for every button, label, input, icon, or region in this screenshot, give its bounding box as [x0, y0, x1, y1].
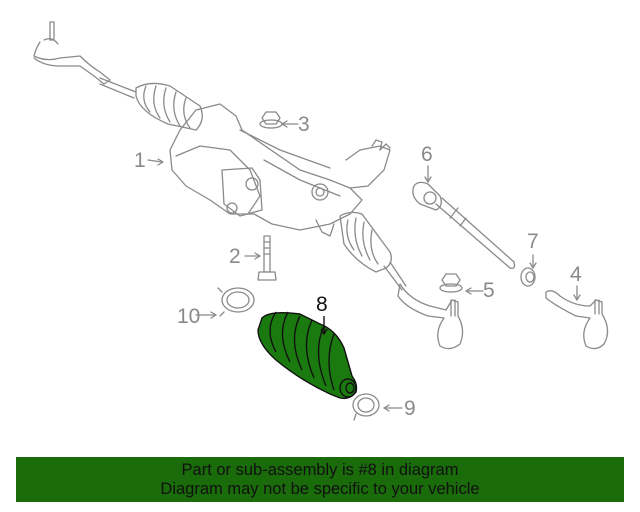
part-5-nut [439, 273, 463, 293]
callout-4[interactable]: 4 [570, 263, 582, 286]
part-6-inner-tie-rod [412, 181, 516, 270]
callout-10[interactable]: 10 [177, 305, 201, 328]
banner-line-disclaimer: Diagram may not be specific to your vehi… [160, 480, 480, 498]
part-4-outer-tie-rod-end [545, 290, 609, 350]
banner-line-part: Part or sub-assembly is #8 in diagram [181, 461, 459, 479]
part-3-nut [259, 111, 283, 129]
part-10-clamp [217, 287, 255, 317]
part-9-clamp [352, 393, 380, 421]
callout-1[interactable]: 1 [134, 149, 146, 172]
part-8-boot-highlighted [257, 311, 358, 400]
callout-9[interactable]: 9 [404, 397, 416, 420]
rack-housing [169, 103, 391, 237]
callout-2[interactable]: 2 [229, 245, 241, 268]
callout-5[interactable]: 5 [483, 279, 495, 302]
right-tie-rod-end [397, 283, 464, 350]
callout-8-highlighted[interactable]: 8 [316, 293, 328, 316]
part-7-nut [520, 267, 536, 287]
callout-7[interactable]: 7 [527, 230, 539, 253]
left-boot [135, 82, 203, 131]
callout-3[interactable]: 3 [298, 113, 310, 136]
part-info-banner: Part or sub-assembly is #8 in diagram Di… [16, 457, 624, 502]
part-2-bolt [257, 235, 277, 281]
right-boot [339, 211, 392, 273]
leader-arrows [147, 120, 581, 412]
left-tie-rod-end [33, 21, 111, 85]
callout-6[interactable]: 6 [421, 143, 433, 166]
